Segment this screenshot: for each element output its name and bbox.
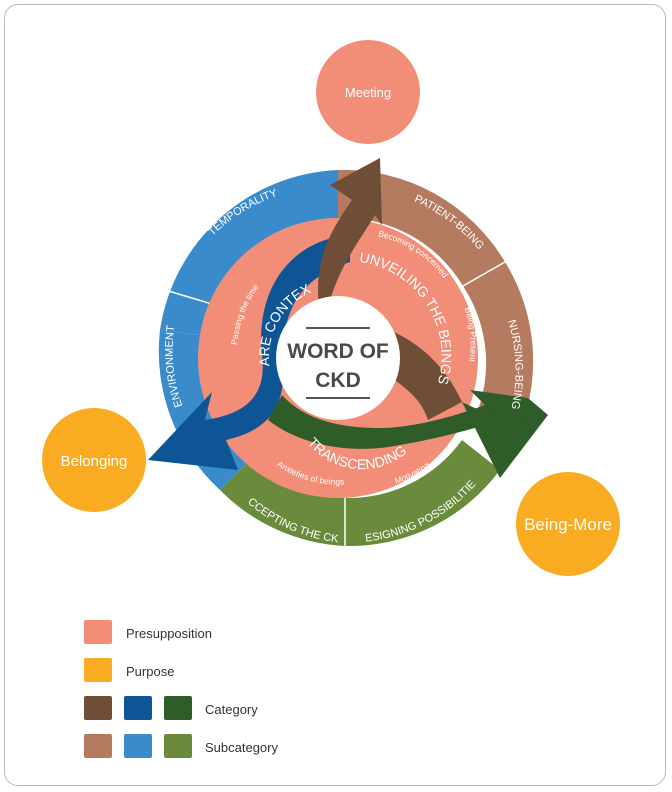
legend-swatch-category-blue xyxy=(124,696,152,720)
legend: Presupposition Purpose Category Subcateg… xyxy=(84,620,278,758)
legend-swatch-sub-blue xyxy=(124,734,152,758)
center-title-line2: CKD xyxy=(315,369,361,392)
ring-segment-accepting xyxy=(220,455,345,546)
purpose-circle-belonging xyxy=(42,408,146,512)
legend-swatch-sub-brown xyxy=(84,734,112,758)
legend-swatch-category-green xyxy=(164,696,192,720)
legend-label-purpose: Purpose xyxy=(126,664,174,679)
legend-swatch-presupposition xyxy=(84,620,112,644)
arrow-care-context-blue xyxy=(148,235,350,470)
legend-swatch-sub-green xyxy=(164,734,192,758)
legend-swatch-purpose xyxy=(84,658,112,682)
purpose-label-being-more: Being-More xyxy=(524,515,612,534)
legend-label-presupposition: Presupposition xyxy=(126,626,212,641)
legend-label-category: Category xyxy=(205,702,258,717)
ring-segment-nursing-being xyxy=(463,262,534,430)
purpose-circle-being-more xyxy=(516,472,620,576)
arrow-transcending-green-tail xyxy=(462,402,548,478)
arrow-transcending-green xyxy=(268,390,548,449)
ring-segment-designing xyxy=(345,440,500,547)
purpose-label-meeting: Meeting xyxy=(345,85,391,100)
legend-label-subcategory: Subcategory xyxy=(205,740,278,755)
purpose-circle-meeting xyxy=(316,40,420,144)
legend-swatch-category-brown xyxy=(84,696,112,720)
center-title-line1: WORD OF xyxy=(287,340,389,363)
purpose-label-belonging: Belonging xyxy=(61,453,128,470)
arrow-unveiling-brown xyxy=(318,158,462,420)
